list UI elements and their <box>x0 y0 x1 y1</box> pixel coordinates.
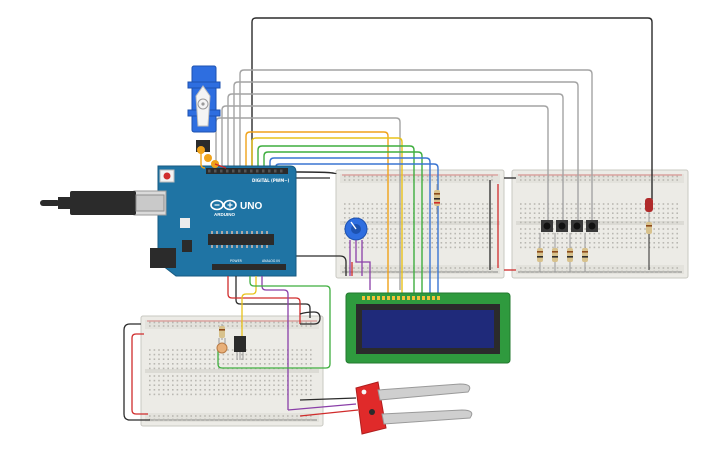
lcd-16x2 <box>345 292 511 364</box>
bottom-wires <box>123 276 331 421</box>
resistor-bottom <box>219 324 225 340</box>
resistor-2 <box>552 240 558 272</box>
lcd-data-wires <box>245 131 439 294</box>
resistor-1 <box>537 240 543 272</box>
photoresistor <box>216 338 228 354</box>
arduino-logo <box>210 199 237 211</box>
capacitor <box>182 240 192 252</box>
temperature-sensor <box>234 336 246 360</box>
power-analog-header <box>212 264 286 270</box>
push-button-2 <box>556 220 568 232</box>
led-red <box>645 198 653 270</box>
resistor-4 <box>582 240 588 272</box>
power-label: POWER <box>230 259 243 263</box>
dc-jack <box>150 248 176 268</box>
board-model: UNO <box>240 201 262 212</box>
servo-motor <box>187 65 227 169</box>
digital-header <box>206 168 288 174</box>
gray-wires <box>215 17 653 290</box>
soil-moisture-sensor <box>287 381 473 435</box>
breadboard-top-middle <box>335 169 505 279</box>
board-brand: ARDUINO <box>214 212 235 217</box>
pulldown-resistors <box>537 233 588 272</box>
push-button-1 <box>541 220 553 232</box>
arduino-uno: DIGITAL (PWM~) UNO ARDUINO <box>133 165 297 277</box>
analog-label: ANALOG IN <box>262 259 280 263</box>
resistor-3 <box>567 240 573 272</box>
push-button-4 <box>586 220 598 232</box>
atmega-chip <box>208 234 274 245</box>
reset-button-cap <box>163 172 171 180</box>
crystal <box>180 218 190 228</box>
usb-cable <box>40 191 165 215</box>
resistor-lcd <box>434 184 440 214</box>
digital-label: DIGITAL (PWM~) <box>252 178 290 183</box>
potentiometer <box>344 217 371 290</box>
push-buttons <box>541 220 598 232</box>
push-button-3 <box>571 220 583 232</box>
